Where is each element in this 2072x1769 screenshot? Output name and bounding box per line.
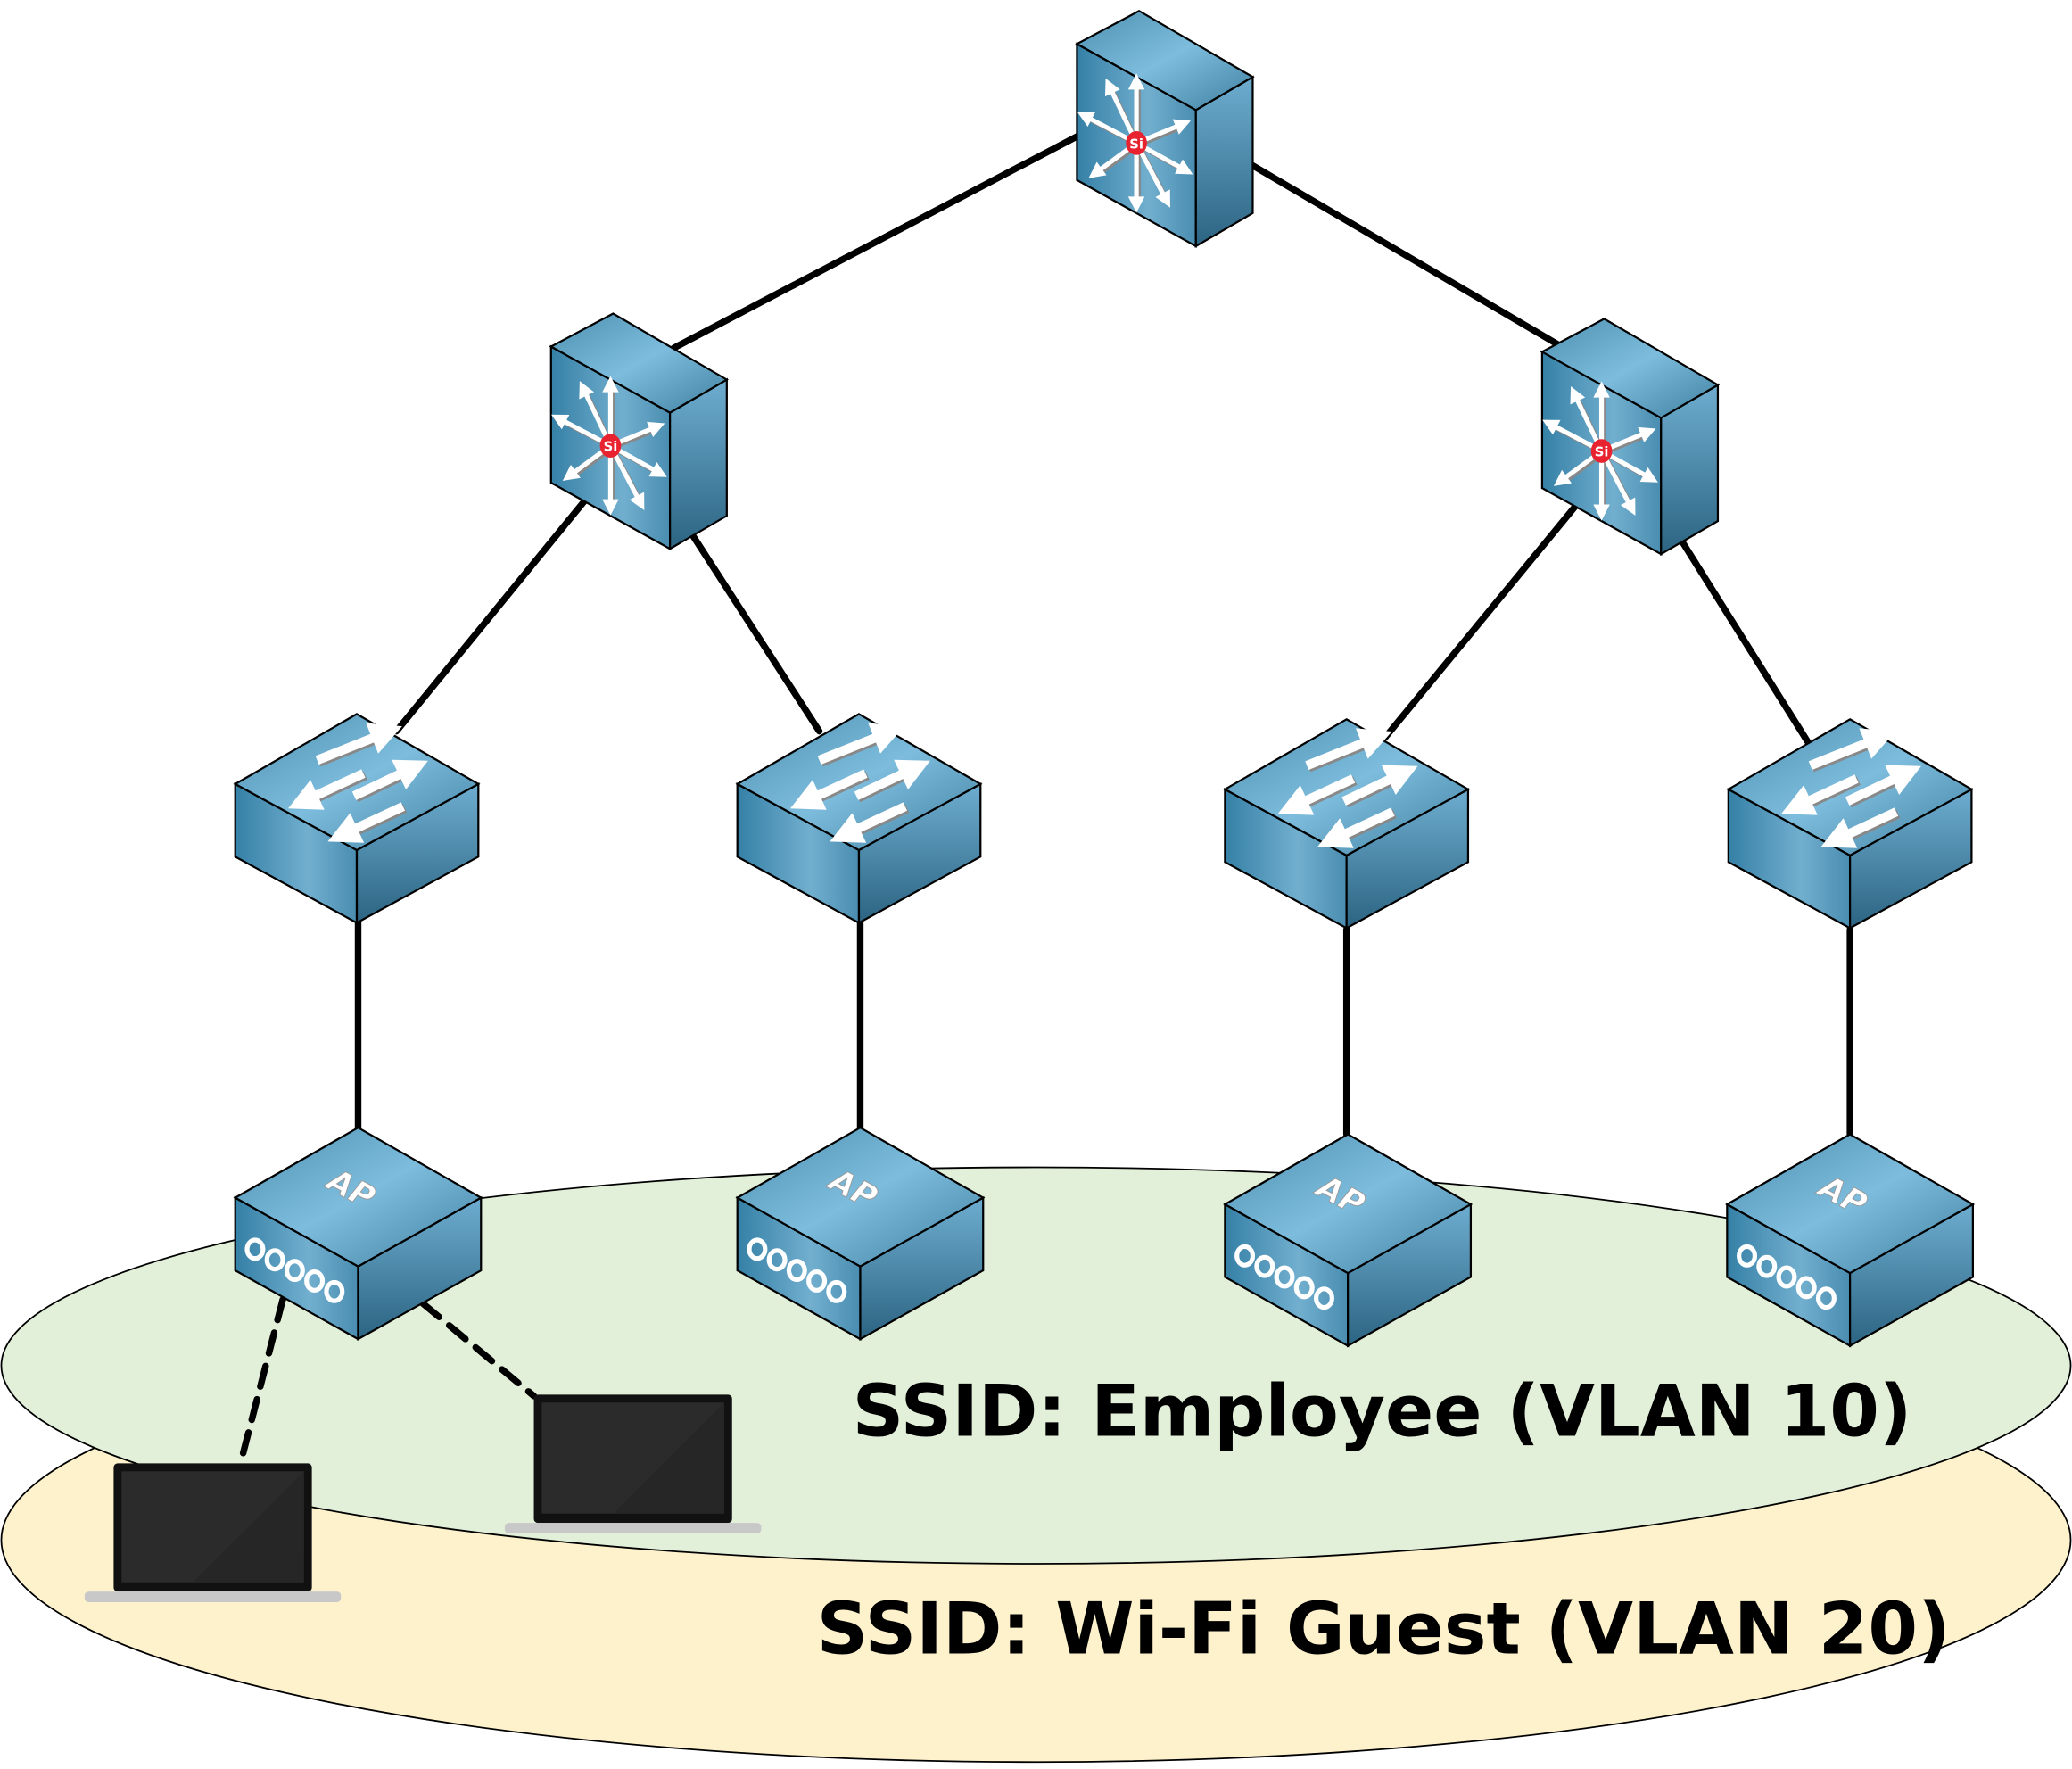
access-switch-4[interactable] <box>1726 718 1974 930</box>
antenna-wave-icon <box>1234 1244 1334 1310</box>
switch-arrows-icon <box>789 723 930 843</box>
wireless-link <box>236 1295 286 1467</box>
employee-ssid-label: SSID: Employee (VLAN 10) <box>853 1369 1912 1452</box>
switch-arrows-icon <box>1781 728 1921 848</box>
network-link <box>688 529 823 735</box>
access-point-2[interactable]: AP <box>735 1126 986 1342</box>
laptop-base <box>84 1591 342 1602</box>
network-link <box>670 133 1081 351</box>
network-link <box>1249 161 1563 349</box>
access-switch-1[interactable] <box>233 713 481 925</box>
laptop-base <box>504 1523 762 1533</box>
switch-arrows-icon <box>288 723 428 843</box>
wireless-link <box>419 1300 538 1400</box>
access-point-1[interactable]: AP <box>233 1126 483 1342</box>
laptop-1[interactable] <box>84 1463 342 1602</box>
antenna-wave-icon <box>747 1237 847 1303</box>
laptop-2[interactable] <box>504 1394 762 1533</box>
access-point-4[interactable]: AP <box>1725 1133 1976 1348</box>
distribution-switch-left[interactable]: Si <box>549 312 730 551</box>
access-switch-3[interactable] <box>1223 718 1471 930</box>
antenna-wave-icon <box>244 1237 345 1303</box>
si-badge-label: Si <box>604 440 618 455</box>
distribution-switch-right[interactable]: Si <box>1540 318 1721 557</box>
access-switch-2[interactable] <box>735 713 983 925</box>
si-badge-icon <box>599 434 622 458</box>
network-link <box>1677 536 1812 746</box>
core-switch[interactable]: Si <box>1075 9 1255 248</box>
si-badge-icon <box>1590 439 1613 463</box>
network-link <box>392 496 590 735</box>
si-badge-label: Si <box>1129 136 1143 152</box>
switch-arrows-icon <box>1277 728 1418 848</box>
network-link <box>1381 503 1579 741</box>
access-point-3[interactable]: AP <box>1223 1133 1474 1348</box>
guest-ssid-label: SSID: Wi-Fi Guest (VLAN 20) <box>817 1588 1951 1671</box>
si-badge-label: Si <box>1595 444 1609 459</box>
antenna-wave-icon <box>1737 1244 1837 1310</box>
employee-ssid-zone <box>0 1166 2072 1565</box>
si-badge-icon <box>1126 131 1147 155</box>
